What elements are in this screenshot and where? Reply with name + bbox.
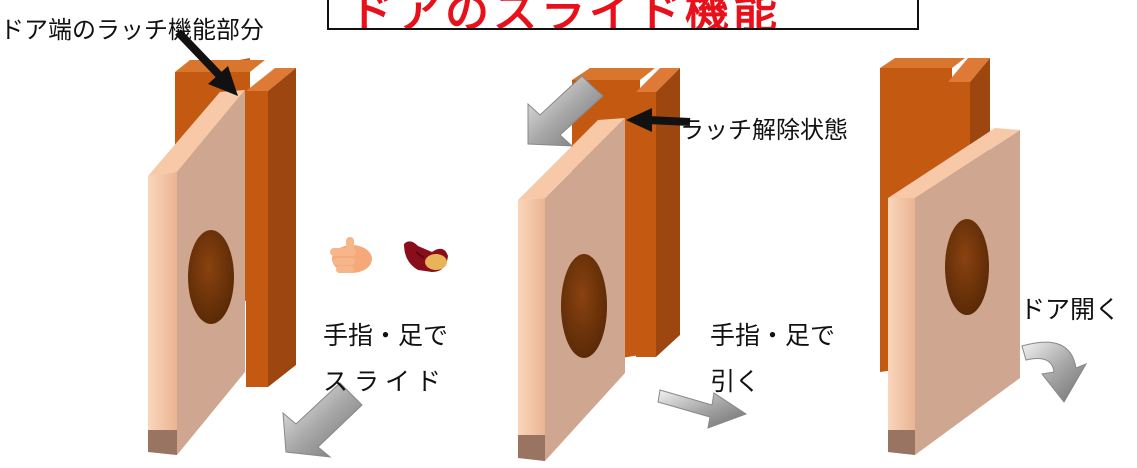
pointer-arrow-latch [175, 29, 238, 96]
title-box: ドアのスライド機能 [327, 0, 919, 30]
frame-1 [246, 68, 296, 387]
slide-label-line1: 手指・足で [323, 321, 449, 350]
door-hole-2 [561, 254, 607, 358]
pull-arrow [657, 389, 748, 429]
pull-label-line1: 手指・足で [710, 321, 836, 350]
door-hole-3 [945, 219, 989, 315]
door-open-label: ドア開く [1020, 295, 1121, 324]
slide-arrow [282, 382, 363, 458]
panel-2 [518, 68, 748, 461]
door-hole-1 [188, 230, 234, 324]
panel-1 [148, 29, 363, 458]
open-arrow [1021, 341, 1088, 403]
slide-label-line2: スライド [323, 367, 448, 396]
frame-2 [636, 68, 680, 357]
diagram-title: ドアのスライド機能 [349, 0, 781, 30]
door-3 [888, 128, 1020, 455]
door-1 [148, 90, 245, 455]
panel-3 [880, 58, 1088, 455]
release-state-label: ラッチ解除状態 [680, 116, 848, 144]
retract-arrow [527, 75, 604, 147]
door-2 [518, 118, 625, 461]
pull-label-line2: 引く [710, 367, 761, 396]
hand-icon [330, 237, 372, 273]
foot-icon [404, 241, 448, 272]
pointer-arrow-release [626, 108, 691, 132]
latch-part-label: ドア端のラッチ機能部分 [0, 16, 264, 44]
